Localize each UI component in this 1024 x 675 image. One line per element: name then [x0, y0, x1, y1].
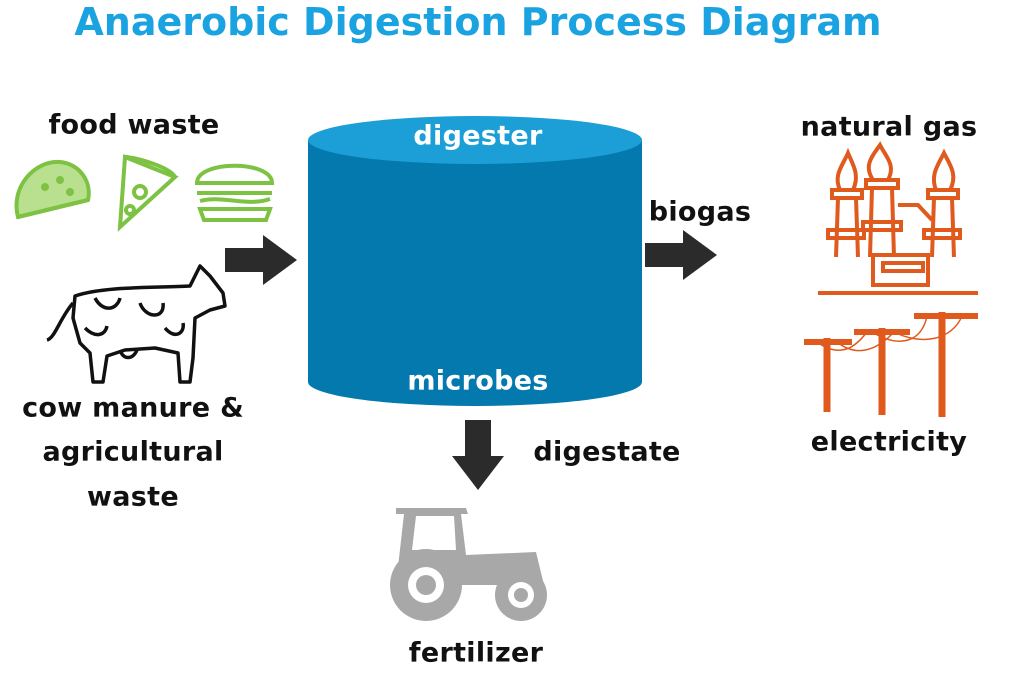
- pizza-slice-icon: [117, 154, 179, 232]
- burger-icon: [194, 163, 275, 222]
- digestate-label: digestate: [533, 436, 681, 468]
- electricity-label: electricity: [810, 426, 968, 458]
- digestate-arrow: [452, 420, 504, 490]
- cow-manure-label-line2: agricultural: [42, 436, 224, 468]
- cow-manure-label-line1: cow manure &: [22, 392, 244, 424]
- taco-icon: [14, 159, 91, 220]
- digester-tank: [308, 116, 642, 406]
- cow-manure-label-line3: waste: [87, 481, 179, 513]
- cow-icon: [46, 264, 227, 384]
- biogas-arrow: [645, 230, 717, 280]
- input-arrow: [225, 235, 297, 285]
- biogas-label: biogas: [648, 196, 752, 228]
- diagram-title: Anaerobic Digestion Process Diagram: [74, 0, 882, 44]
- tractor-icon: [390, 508, 547, 621]
- digester-label: digester: [413, 120, 543, 152]
- microbes-label: microbes: [407, 365, 549, 397]
- food-waste-label: food waste: [48, 109, 220, 141]
- natural-gas-label: natural gas: [800, 111, 978, 143]
- fertilizer-label: fertilizer: [408, 637, 544, 669]
- natural-gas-plant-icon: [818, 141, 978, 295]
- electricity-poles-icon: [804, 312, 978, 417]
